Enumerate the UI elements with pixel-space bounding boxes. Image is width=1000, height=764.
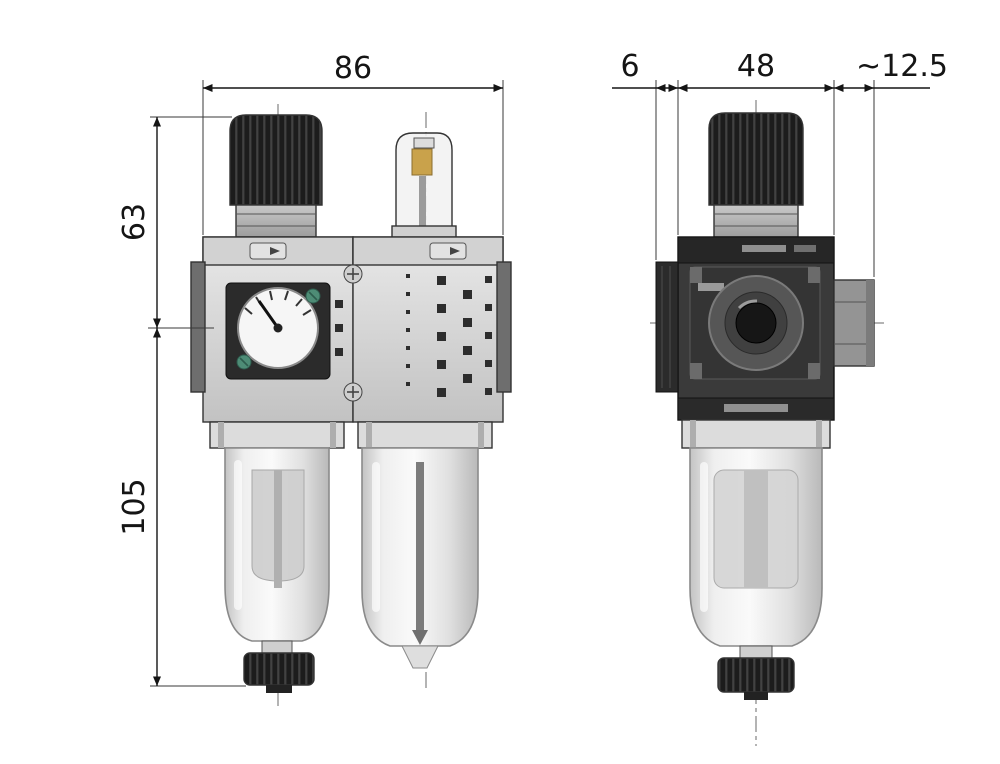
dim-label-side-port-depth: ~12.5 bbox=[856, 49, 948, 84]
dimension-side-port-depth: ~12.5 bbox=[834, 49, 948, 277]
side-bowl bbox=[689, 447, 823, 700]
flow-arrow-icon bbox=[429, 242, 467, 260]
dim-label-lower-height: 105 bbox=[117, 478, 152, 535]
bowl-clamps bbox=[209, 421, 493, 449]
pressure-gauge bbox=[225, 282, 343, 380]
dimension-upper-height: 63 bbox=[117, 116, 232, 329]
dim-label-side-body-width: 48 bbox=[737, 49, 775, 84]
drain-knob bbox=[243, 652, 315, 686]
gauge-ticks bbox=[244, 290, 312, 316]
dimension-side-tab-depth: 6 bbox=[612, 49, 679, 260]
side-port-boss bbox=[708, 275, 804, 371]
dimension-lower-height: 105 bbox=[117, 328, 246, 687]
side-view bbox=[655, 112, 875, 700]
filter-bowl bbox=[224, 447, 330, 693]
side-regulator-knob bbox=[708, 112, 804, 238]
dimension-side-body-width: 48 bbox=[678, 49, 835, 235]
lubricator-dome bbox=[391, 132, 457, 239]
side-body bbox=[655, 236, 875, 421]
flow-arrow-icon bbox=[249, 242, 287, 260]
front-view bbox=[190, 114, 512, 693]
side-mounting-tab bbox=[655, 261, 679, 393]
lubricator-bowl bbox=[361, 447, 479, 669]
dim-label-upper-height: 63 bbox=[117, 203, 152, 241]
drain-knob bbox=[717, 657, 795, 693]
gauge-needle bbox=[257, 300, 280, 329]
side-bowl-clamp bbox=[681, 419, 831, 449]
dim-label-side-tab-depth: 6 bbox=[620, 49, 639, 84]
lubricator-body bbox=[352, 236, 512, 423]
lubricator-vents bbox=[406, 274, 492, 397]
dim-label-total-width: 86 bbox=[334, 51, 372, 86]
dimension-total-width: 86 bbox=[202, 51, 504, 235]
assembly-screws bbox=[343, 264, 363, 402]
side-outlet-port bbox=[833, 279, 875, 367]
regulator-knob bbox=[229, 114, 323, 238]
